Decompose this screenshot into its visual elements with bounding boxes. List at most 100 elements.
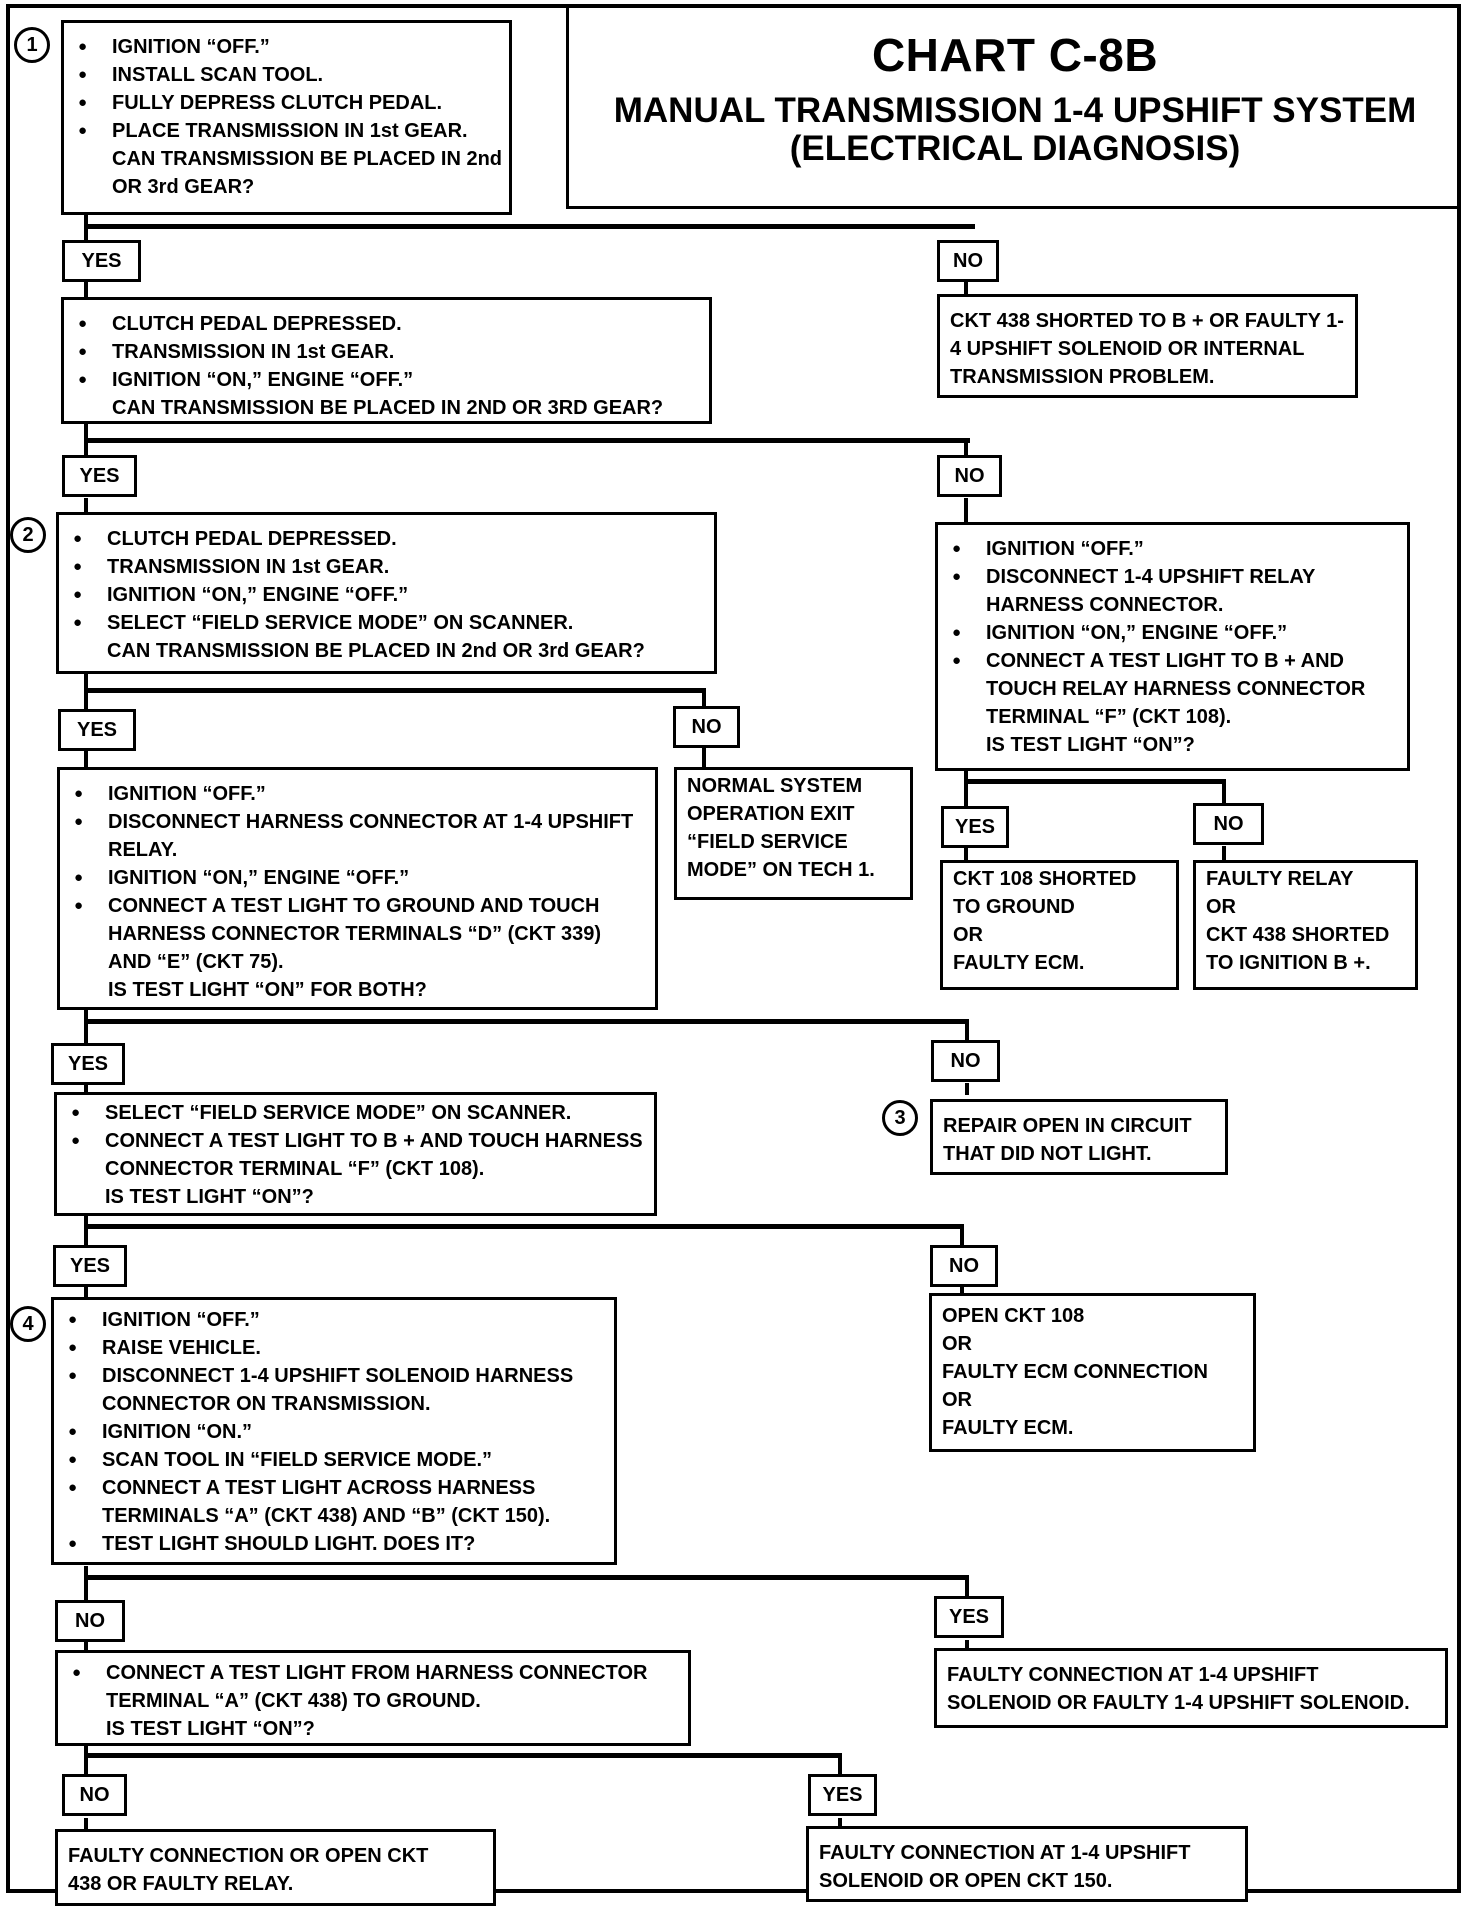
step4-item: TEST LIGHT SHOULD LIGHT. DOES IT? <box>68 1530 608 1558</box>
result-text: FAULTY CONNECTION OR OPEN CKT 438 OR FAU… <box>68 1845 429 1895</box>
step1b-item: CLUTCH PEDAL DEPRESSED. <box>78 310 703 338</box>
no-label: NO <box>55 1600 125 1642</box>
connector <box>838 1818 842 1828</box>
result-box: NORMAL SYSTEM OPERATION EXIT “FIELD SERV… <box>674 767 913 900</box>
step2-box: CLUTCH PEDAL DEPRESSED. TRANSMISSION IN … <box>56 512 717 674</box>
step-marker-2: 2 <box>10 517 46 553</box>
result-box: OPEN CKT 108 OR FAULTY ECM CONNECTION OR… <box>929 1293 1256 1452</box>
connector <box>84 1008 88 1044</box>
step4-item: IGNITION “ON.” <box>68 1418 608 1446</box>
connector <box>84 750 88 768</box>
step1b-item: IGNITION “ON,” ENGINE “OFF.” <box>78 366 703 394</box>
connector <box>84 1287 88 1299</box>
connector <box>965 1575 969 1599</box>
harness-test-item: CONNECT A TEST LIGHT TO GROUND AND TOUCH… <box>74 892 649 976</box>
no-label: NO <box>62 1774 127 1816</box>
step1-item: PLACE TRANSMISSION IN 1st GEAR. <box>78 117 503 145</box>
step2-question: CAN TRANSMISSION BE PLACED IN 2nd OR 3rd… <box>107 640 645 662</box>
connector <box>702 748 706 768</box>
connector <box>84 224 975 229</box>
connector <box>84 498 88 512</box>
result-box: CKT 108 SHORTED TO GROUND OR FAULTY ECM. <box>940 860 1179 990</box>
yes-label: YES <box>808 1774 877 1816</box>
step1b-item: TRANSMISSION IN 1st GEAR. <box>78 338 703 366</box>
step4-item: RAISE VEHICLE. <box>68 1334 608 1362</box>
yes-label: YES <box>62 455 137 497</box>
relay-test-item: IGNITION “OFF.” <box>952 535 1401 563</box>
relay-test-question: IS TEST LIGHT “ON”? <box>986 734 1195 756</box>
chart-subtitle-line1: MANUAL TRANSMISSION 1-4 UPSHIFT SYSTEM <box>613 91 1417 130</box>
result-text: REPAIR OPEN IN CIRCUIT THAT DID NOT LIGH… <box>943 1115 1192 1165</box>
connector <box>1222 846 1226 860</box>
chart-subtitle-line2: (ELECTRICAL DIAGNOSIS) <box>789 129 1241 168</box>
step4-item: DISCONNECT 1-4 UPSHIFT SOLENOID HARNESS … <box>68 1362 608 1418</box>
relay-test-item: IGNITION “ON,” ENGINE “OFF.” <box>952 619 1401 647</box>
ground-test-item: CONNECT A TEST LIGHT FROM HARNESS CONNEC… <box>72 1659 682 1715</box>
harness-test-question: IS TEST LIGHT “ON” FOR BOTH? <box>108 979 427 1001</box>
connector <box>965 1640 969 1650</box>
step-marker-3: 3 <box>882 1100 918 1136</box>
result-text: OPEN CKT 108 OR FAULTY ECM CONNECTION OR… <box>942 1305 1208 1439</box>
result-text: FAULTY CONNECTION AT 1-4 UPSHIFT SOLENOI… <box>947 1664 1410 1714</box>
connector <box>84 1642 88 1652</box>
result-box: FAULTY RELAY OR CKT 438 SHORTED TO IGNIT… <box>1193 860 1418 990</box>
harness-test-item: IGNITION “ON,” ENGINE “OFF.” <box>74 864 649 892</box>
step1-box: IGNITION “OFF.” INSTALL SCAN TOOL. FULLY… <box>61 20 512 215</box>
connector <box>84 1575 969 1580</box>
step2-item: IGNITION “ON,” ENGINE “OFF.” <box>73 581 708 609</box>
harness-test-box: IGNITION “OFF.” DISCONNECT HARNESS CONNE… <box>57 767 658 1010</box>
fsm-test-item: SELECT “FIELD SERVICE MODE” ON SCANNER. <box>71 1099 648 1127</box>
fsm-test-item: CONNECT A TEST LIGHT TO B + AND TOUCH HA… <box>71 1127 648 1183</box>
connector <box>84 1224 964 1229</box>
connector <box>84 1566 88 1602</box>
connector <box>964 779 1226 784</box>
connector <box>84 1818 88 1830</box>
connector <box>84 1083 88 1093</box>
yes-label: YES <box>62 240 141 282</box>
step-marker-4: 4 <box>10 1306 46 1342</box>
yes-label: YES <box>941 806 1009 848</box>
connector <box>965 1083 969 1095</box>
result-box: REPAIR OPEN IN CIRCUIT THAT DID NOT LIGH… <box>930 1099 1228 1175</box>
step4-box: IGNITION “OFF.” RAISE VEHICLE. DISCONNEC… <box>51 1297 617 1565</box>
title-block: CHART C-8B MANUAL TRANSMISSION 1-4 UPSHI… <box>566 4 1461 209</box>
connector <box>965 1019 969 1040</box>
no-label: NO <box>937 240 999 282</box>
chart-subtitle: MANUAL TRANSMISSION 1-4 UPSHIFT SYSTEM (… <box>569 92 1461 168</box>
connector <box>84 1743 88 1775</box>
no-label: NO <box>673 706 740 748</box>
connector <box>702 688 706 706</box>
ground-test-question: IS TEST LIGHT “ON”? <box>106 1718 315 1740</box>
step2-item: TRANSMISSION IN 1st GEAR. <box>73 553 708 581</box>
connector <box>84 282 88 298</box>
connector <box>960 1224 964 1246</box>
connector <box>84 688 706 693</box>
result-text: CKT 438 SHORTED TO B + OR FAULTY 1-4 UPS… <box>950 310 1344 388</box>
step1-item: INSTALL SCAN TOOL. <box>78 61 503 89</box>
harness-test-item: DISCONNECT HARNESS CONNECTOR AT 1-4 UPSH… <box>74 808 649 864</box>
connector <box>964 282 968 294</box>
no-label: NO <box>930 1245 998 1287</box>
relay-test-item: DISCONNECT 1-4 UPSHIFT RELAY HARNESS CON… <box>952 563 1401 619</box>
connector <box>84 1019 969 1024</box>
step2-item: CLUTCH PEDAL DEPRESSED. <box>73 525 708 553</box>
result-box: CKT 438 SHORTED TO B + OR FAULTY 1-4 UPS… <box>937 294 1358 398</box>
relay-test-box: IGNITION “OFF.” DISCONNECT 1-4 UPSHIFT R… <box>935 522 1410 771</box>
connector <box>84 438 970 443</box>
yes-label: YES <box>934 1596 1004 1638</box>
step1-item: FULLY DEPRESS CLUTCH PEDAL. <box>78 89 503 117</box>
result-text: NORMAL SYSTEM OPERATION EXIT “FIELD SERV… <box>687 775 875 881</box>
connector <box>84 1753 842 1758</box>
step1-question: CAN TRANSMISSION BE PLACED IN 2nd OR 3rd… <box>112 148 503 198</box>
chart-title: CHART C-8B <box>871 29 1159 81</box>
step4-item: CONNECT A TEST LIGHT ACROSS HARNESS TERM… <box>68 1474 608 1530</box>
result-box: FAULTY CONNECTION AT 1-4 UPSHIFT SOLENOI… <box>934 1648 1448 1728</box>
connector <box>1222 779 1226 803</box>
connector <box>964 846 968 860</box>
step4-item: SCAN TOOL IN “FIELD SERVICE MODE.” <box>68 1446 608 1474</box>
result-text: CKT 108 SHORTED TO GROUND OR FAULTY ECM. <box>953 868 1137 974</box>
no-label: NO <box>1193 803 1264 845</box>
connector <box>84 1214 88 1246</box>
result-text: FAULTY RELAY OR CKT 438 SHORTED TO IGNIT… <box>1206 868 1390 974</box>
step1b-box: CLUTCH PEDAL DEPRESSED. TRANSMISSION IN … <box>61 297 712 424</box>
